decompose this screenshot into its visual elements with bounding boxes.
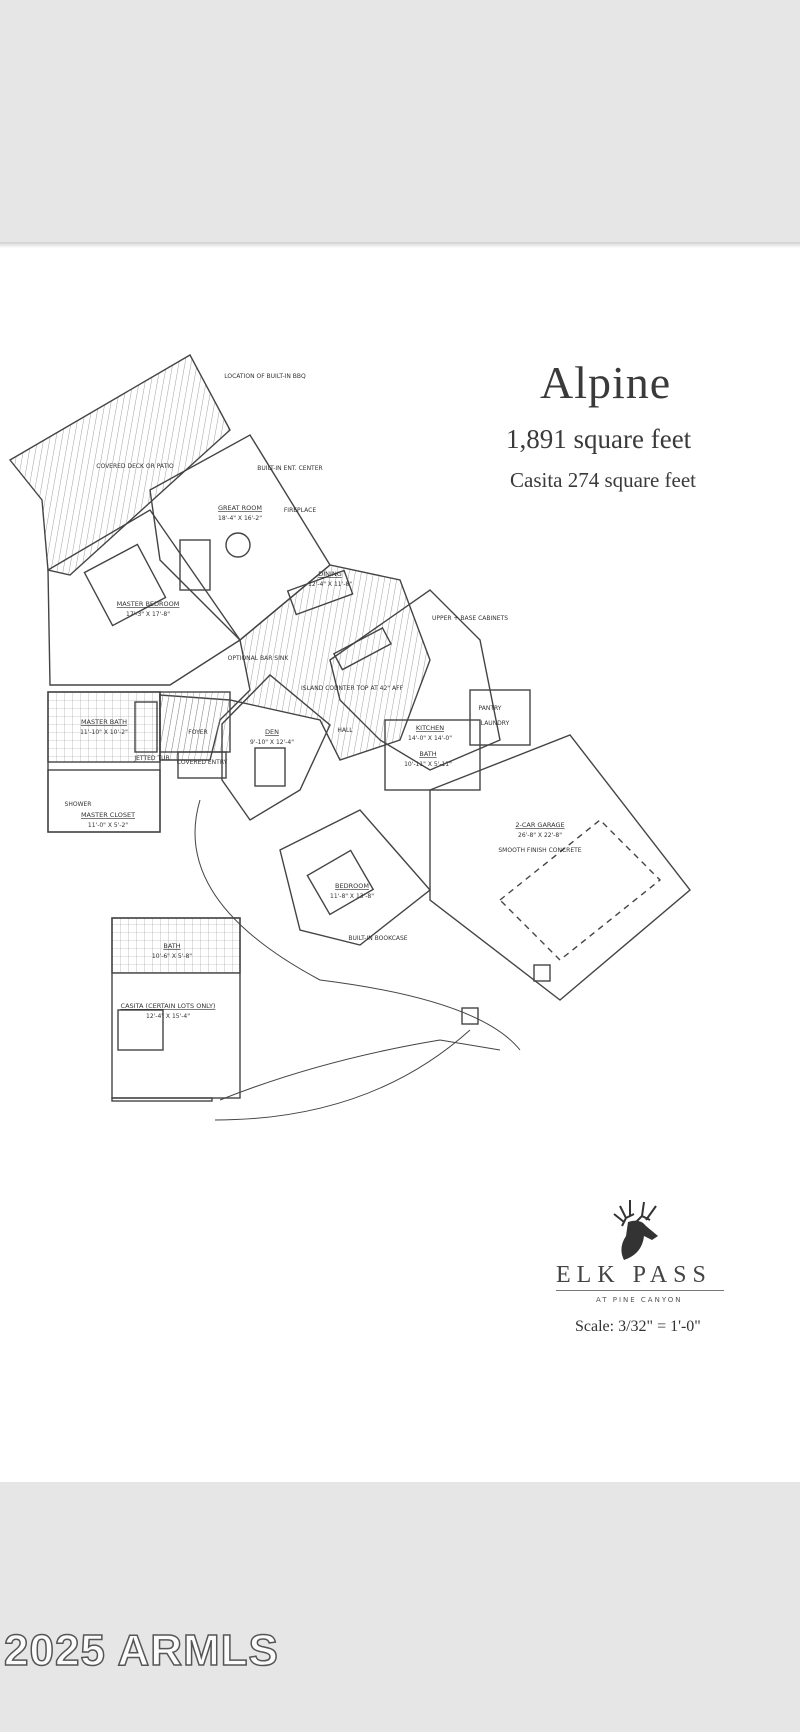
- casita-bed: [117, 1009, 164, 1051]
- label-casita-bath-size: 10'-6" X 5'-8": [152, 953, 192, 960]
- label-casita: CASITA (CERTAIN LOTS ONLY): [121, 1002, 216, 1010]
- master-bedroom-walls: [47, 509, 241, 686]
- label-great-room-size: 18'-4" X 16'-2": [218, 515, 262, 522]
- driveway-curve-2: [214, 1029, 471, 1121]
- label-bath-size: 10'-11" X 5'-11": [404, 761, 452, 768]
- label-fireplace: FIREPLACE: [284, 507, 316, 514]
- label-casita-bath: BATH: [163, 942, 180, 950]
- label-island: ISLAND COUNTER TOP AT 42" AFF: [301, 685, 403, 692]
- label-great-room: GREAT ROOM: [218, 504, 262, 512]
- brand-divider: [556, 1290, 724, 1291]
- label-master-bedroom: MASTER BEDROOM: [117, 600, 180, 608]
- label-bbq: LOCATION OF BUILT-IN BBQ: [224, 373, 306, 380]
- casita-patio: [111, 1097, 213, 1102]
- label-kitchen-size: 14'-0" X 14'-0": [408, 735, 452, 742]
- sheet-edge-shadow: [0, 242, 800, 248]
- label-covered-entry: COVERED ENTRY: [177, 759, 228, 766]
- label-master-closet-size: 11'-0" X 5'-2": [88, 822, 128, 829]
- garage-walls: [429, 734, 691, 1001]
- den-walls: [221, 674, 331, 821]
- garage-door-dash: [498, 819, 662, 961]
- label-bedroom-size: 11'-8" X 13'-8": [330, 893, 374, 900]
- driveway-curve: [219, 1039, 501, 1101]
- label-garage: 2-CAR GARAGE: [515, 821, 564, 829]
- label-master-closet: MASTER CLOSET: [81, 811, 135, 819]
- garage-stair: [533, 964, 551, 982]
- laundry-walls: [469, 689, 531, 746]
- label-bath: BATH: [419, 750, 436, 758]
- bedroom-bed: [306, 849, 375, 916]
- brand-name: ELK PASS: [556, 1262, 712, 1288]
- den-sofa: [254, 747, 286, 787]
- brand-subtitle: AT PINE CANYON: [596, 1296, 683, 1304]
- walkway-curve: [194, 799, 521, 1051]
- label-bar-sink: OPTIONAL BAR SINK: [228, 655, 290, 662]
- label-bookcase: BUILT-IN BOOKCASE: [348, 935, 407, 942]
- plan-scale: Scale: 3/32" = 1'-0": [575, 1318, 701, 1335]
- label-dining-size: 12'-4" X 11'-8": [308, 581, 352, 588]
- label-dining: DINING: [318, 570, 342, 578]
- label-kitchen: KITCHEN: [416, 724, 444, 732]
- label-foyer: FOYER: [188, 729, 207, 736]
- dining-table: [286, 569, 354, 616]
- island-counter: [332, 626, 392, 671]
- floor-plan-drawing: COVERED DECK OR PATIO LOCATION OF BUILT-…: [8, 354, 691, 1121]
- sofa-great-room: [179, 539, 211, 591]
- label-casita-size: 12'-4" X 15'-4": [146, 1013, 190, 1020]
- label-laundry: LAUNDRY: [481, 720, 510, 727]
- label-den-size: 9'-10" X 12'-4": [250, 739, 294, 746]
- kitchen-walls: [329, 589, 501, 771]
- covered-deck: [8, 354, 231, 576]
- label-covered-deck: COVERED DECK OR PATIO: [96, 463, 174, 470]
- label-den: DEN: [265, 728, 279, 736]
- bath-walls: [384, 719, 481, 791]
- label-pantry: PANTRY: [479, 705, 502, 712]
- label-shower: SHOWER: [65, 801, 92, 808]
- bedroom-walls: [279, 809, 432, 946]
- label-bedroom: BEDROOM: [335, 882, 369, 890]
- label-master-bath: MASTER BATH: [81, 718, 127, 726]
- plan-title: Alpine: [540, 357, 672, 408]
- table-great-room: [225, 532, 251, 558]
- label-master-bath-size: 11'-10" X 10'-2": [80, 729, 128, 736]
- bed-master: [83, 543, 167, 627]
- plan-casita-area: Casita 274 square feet: [510, 468, 697, 492]
- covered-entry: [177, 751, 227, 779]
- casita-stair: [461, 1007, 479, 1025]
- label-jetted-tub: JETTED TUB: [133, 755, 169, 762]
- label-master-bedroom-size: 17'-3" X 17'-8": [126, 611, 170, 618]
- plan-square-feet: 1,891 square feet: [506, 424, 692, 454]
- jetted-tub: [134, 701, 158, 753]
- label-garage-note: SMOOTH FINISH CONCRETE: [498, 847, 581, 854]
- elk-logo-icon: [613, 1200, 658, 1260]
- copyright-watermark: 2025 ARMLS: [3, 1625, 279, 1676]
- label-hall: HALL: [337, 727, 353, 734]
- label-garage-size: 26'-8" X 22'-8": [518, 832, 562, 839]
- label-ent-center: BUILT-IN ENT. CENTER: [257, 465, 322, 472]
- label-upper-base: UPPER + BASE CABINETS: [432, 615, 508, 622]
- foyer: [159, 691, 231, 753]
- master-closet: [47, 769, 161, 833]
